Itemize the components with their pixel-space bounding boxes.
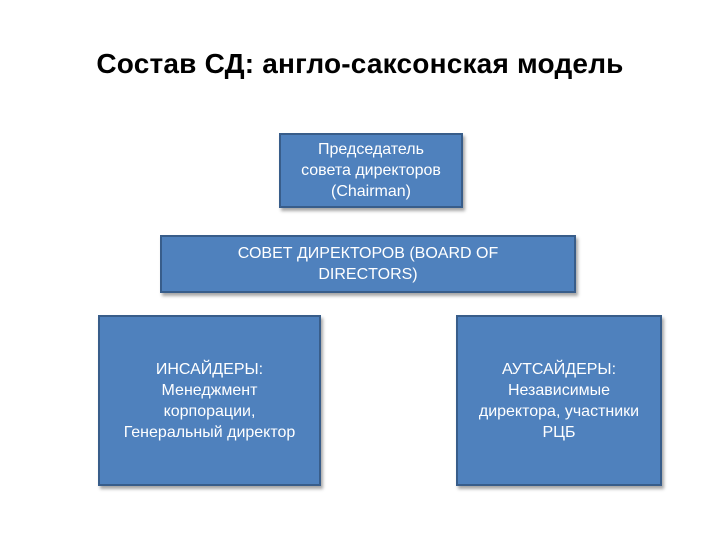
outsiders-line-4: РЦБ (542, 423, 576, 441)
insiders-line-4: Генеральный директор (123, 423, 296, 441)
outsiders-box: АУТСАЙДЕРЫ: Независимые директора, участ… (456, 315, 662, 486)
insiders-box-text: ИНСАЙДЕРЫ: Менеджмент корпорации, Генера… (118, 359, 302, 443)
insiders-line-2: Менеджмент (161, 381, 258, 399)
board-box-text: СОВЕТ ДИРЕКТОРОВ (BOARD OF DIRECTORS) (232, 243, 504, 285)
insiders-box: ИНСАЙДЕРЫ: Менеджмент корпорации, Генера… (98, 315, 321, 486)
chairman-line-3: (Chairman) (330, 183, 411, 200)
insiders-line-3: корпорации, (163, 402, 256, 420)
chairman-line-1: Председатель (318, 141, 424, 158)
insiders-line-1: ИНСАЙДЕРЫ: (155, 360, 264, 378)
outsiders-line-2: Независимые (507, 381, 611, 399)
chairman-line-2: совета директоров (301, 162, 441, 179)
board-line-1: СОВЕТ ДИРЕКТОРОВ (BOARD OF (237, 245, 499, 262)
board-of-directors-box: СОВЕТ ДИРЕКТОРОВ (BOARD OF DIRECTORS) (160, 235, 576, 293)
outsiders-line-1: АУТСАЙДЕРЫ: (501, 360, 617, 378)
outsiders-line-3: директора, участники (478, 402, 640, 420)
page-title: Состав СД: англо-саксонская модель (96, 48, 624, 79)
board-line-2: DIRECTORS) (318, 266, 418, 283)
outsiders-box-text: АУТСАЙДЕРЫ: Независимые директора, участ… (473, 359, 645, 443)
chairman-box-text: Председатель совета директоров (Chairman… (295, 139, 447, 202)
chairman-box: Председатель совета директоров (Chairman… (279, 133, 463, 208)
